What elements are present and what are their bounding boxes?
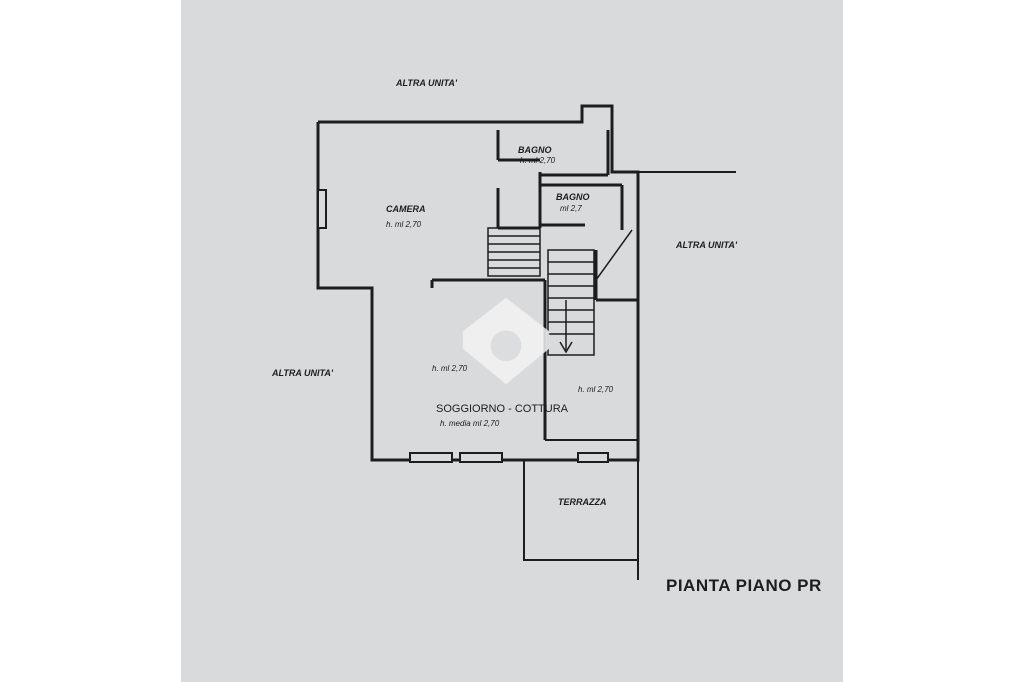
terrazza-label: TERRAZZA <box>558 497 607 507</box>
terrace-outline <box>523 460 639 580</box>
house-logo-icon <box>462 297 550 385</box>
pianta-title: PIANTA PIANO PR <box>666 576 822 595</box>
soggiorno-label: SOGGIORNO - COTTURA <box>436 403 568 415</box>
soggiorno-media-height: h. media ml 2,70 <box>440 419 500 428</box>
soggiorno-height-left: h. ml 2,70 <box>432 364 468 373</box>
bagno-1-label: BAGNO <box>518 145 552 155</box>
bagno-2-height: ml 2,7 <box>560 204 582 213</box>
stair-flight <box>547 249 595 356</box>
camera-height: h. ml 2,70 <box>386 220 422 229</box>
window <box>577 452 609 463</box>
window <box>409 452 453 463</box>
window <box>317 189 327 229</box>
soggiorno-height-right: h. ml 2,70 <box>578 385 614 394</box>
window <box>459 452 503 463</box>
camera-label: CAMERA <box>386 204 426 214</box>
altra-unita-top-label: ALTRA UNITA' <box>396 78 457 88</box>
bagno-2-label: BAGNO <box>556 192 590 202</box>
bagno-1-height: h. ml 2,70 <box>520 156 556 165</box>
altra-unita-left-label: ALTRA UNITA' <box>272 368 333 378</box>
altra-unita-right-label: ALTRA UNITA' <box>676 240 737 250</box>
